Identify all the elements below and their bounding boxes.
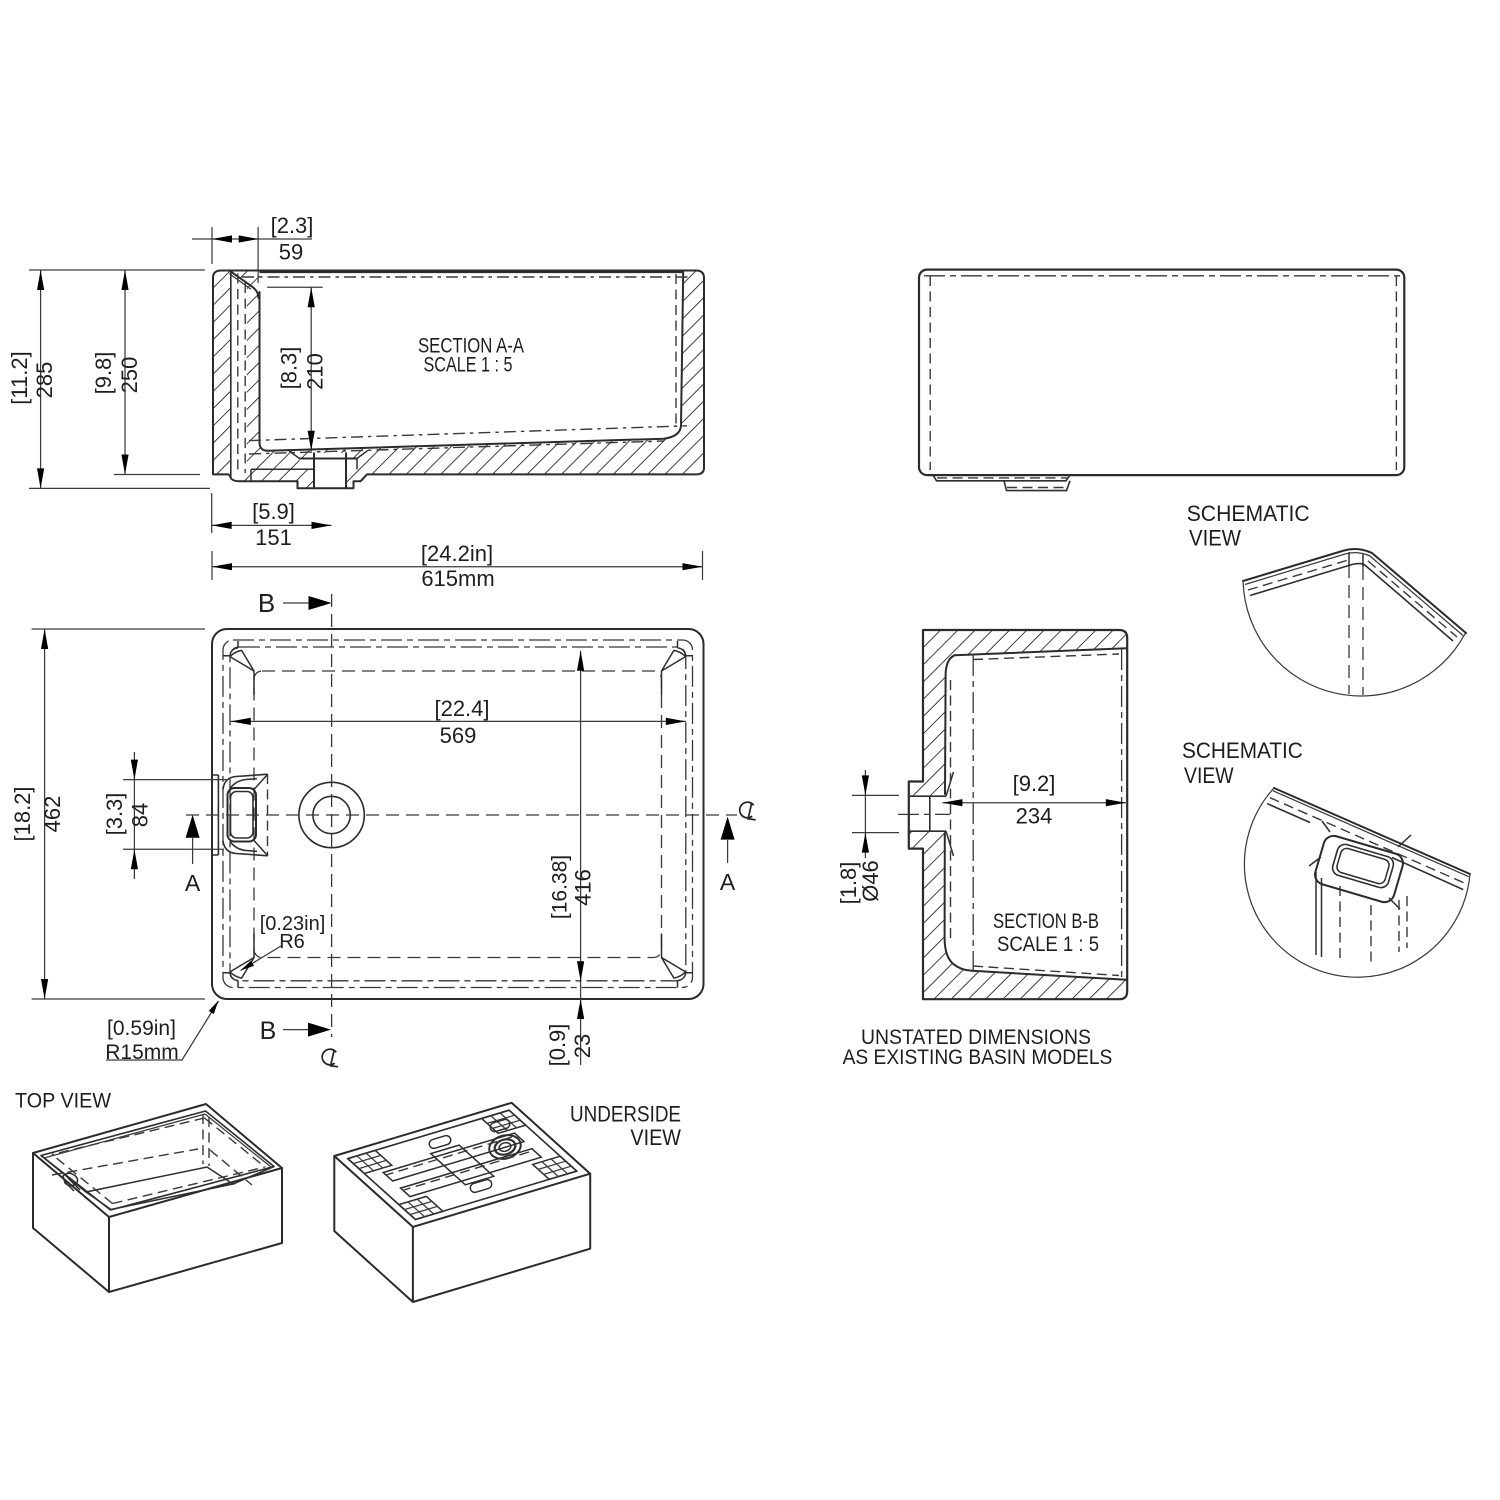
svg-text:23: 23 <box>570 1034 595 1058</box>
svg-text:210: 210 <box>303 353 328 390</box>
svg-text:59: 59 <box>279 240 303 265</box>
svg-text:R15mm: R15mm <box>105 1041 179 1064</box>
svg-text:[8.3]: [8.3] <box>277 347 302 390</box>
svg-text:SCHEMATIC: SCHEMATIC <box>1182 738 1303 763</box>
svg-text:615mm: 615mm <box>421 566 494 591</box>
svg-text:B: B <box>258 588 275 618</box>
svg-text:250: 250 <box>117 357 142 394</box>
svg-text:[11.2]: [11.2] <box>7 351 32 404</box>
svg-text:[3.3]: [3.3] <box>102 793 127 836</box>
svg-text:569: 569 <box>440 723 477 748</box>
svg-text:A: A <box>720 869 736 895</box>
svg-text:[18.2]: [18.2] <box>10 786 35 841</box>
svg-text:[9.8]: [9.8] <box>91 352 116 395</box>
svg-text:Ø46: Ø46 <box>858 860 883 902</box>
svg-text:SECTION B-B: SECTION B-B <box>993 910 1099 933</box>
svg-text:[0.59in]: [0.59in] <box>107 1017 176 1040</box>
svg-text:VIEW: VIEW <box>1184 763 1234 788</box>
svg-text:SCALE 1 : 5: SCALE 1 : 5 <box>424 354 513 377</box>
svg-text:A: A <box>185 870 201 896</box>
svg-text:[9.2]: [9.2] <box>1013 771 1056 796</box>
svg-text:285: 285 <box>32 362 57 399</box>
svg-text:[0.23in]: [0.23in] <box>260 913 326 935</box>
svg-text:SECTION A-A: SECTION A-A <box>418 335 524 358</box>
svg-text:84: 84 <box>128 803 153 827</box>
svg-text:VIEW: VIEW <box>630 1125 681 1150</box>
svg-text:[2.3]: [2.3] <box>271 213 314 238</box>
svg-text:[1.8]: [1.8] <box>836 862 861 905</box>
svg-text:UNDERSIDE: UNDERSIDE <box>570 1102 681 1127</box>
svg-text:UNSTATED DIMENSIONS: UNSTATED DIMENSIONS <box>861 1026 1091 1049</box>
svg-text:151: 151 <box>255 525 292 550</box>
svg-text:[0.9]: [0.9] <box>545 1024 570 1067</box>
svg-text:SCHEMATIC: SCHEMATIC <box>1187 501 1310 526</box>
svg-text:VIEW: VIEW <box>1189 526 1241 551</box>
svg-text:462: 462 <box>40 796 65 833</box>
svg-text:[5.9]: [5.9] <box>252 499 295 524</box>
svg-text:SCALE 1 : 5: SCALE 1 : 5 <box>997 933 1099 956</box>
svg-text:[24.2in]: [24.2in] <box>421 541 493 566</box>
svg-text:R6: R6 <box>279 931 305 953</box>
svg-text:[22.4]: [22.4] <box>434 696 489 721</box>
svg-text:AS EXISTING BASIN MODELS: AS EXISTING BASIN MODELS <box>843 1046 1113 1069</box>
svg-text:234: 234 <box>1016 804 1053 829</box>
svg-text:416: 416 <box>571 869 596 906</box>
svg-text:B: B <box>260 1017 277 1045</box>
svg-text:TOP VIEW: TOP VIEW <box>15 1090 111 1113</box>
svg-text:[16.38]: [16.38] <box>549 855 572 919</box>
